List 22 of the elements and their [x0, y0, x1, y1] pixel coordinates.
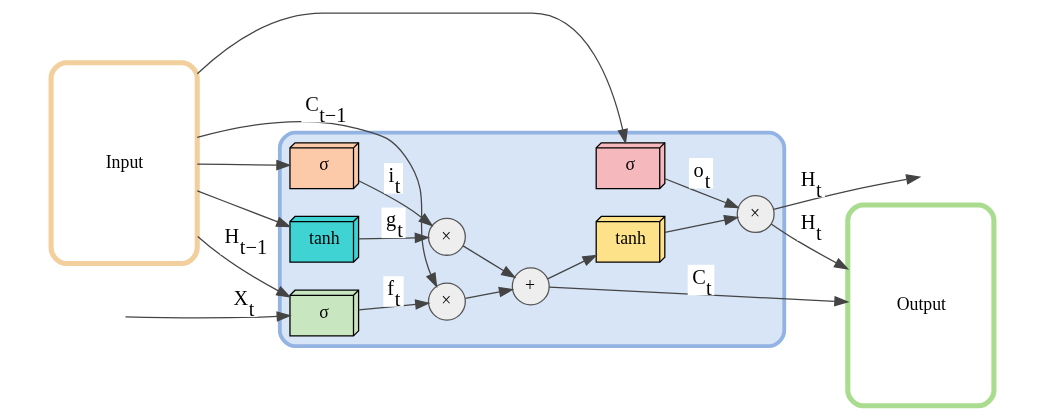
arrow: [196, 12, 628, 145]
node-box: Input: [48, 60, 200, 267]
arrow: [664, 178, 740, 209]
node-box: Output: [845, 202, 997, 409]
arrow: [548, 286, 850, 307]
node-circle: ×: [427, 217, 466, 256]
arrow: [357, 180, 434, 227]
arrow: [196, 190, 292, 228]
arrow: [124, 311, 292, 322]
arrow: [197, 235, 292, 298]
arrow: [773, 174, 922, 211]
node-circle: ×: [427, 282, 466, 321]
arrow: [547, 254, 598, 280]
arrow: [462, 245, 517, 279]
node-circle: +: [511, 267, 550, 306]
arrow: [664, 214, 740, 234]
arrow: [196, 121, 438, 288]
arrow: [770, 223, 850, 270]
arrow: [196, 159, 292, 171]
node-circle: ×: [736, 194, 775, 233]
arrow: [358, 232, 430, 244]
arrow: [464, 286, 515, 300]
